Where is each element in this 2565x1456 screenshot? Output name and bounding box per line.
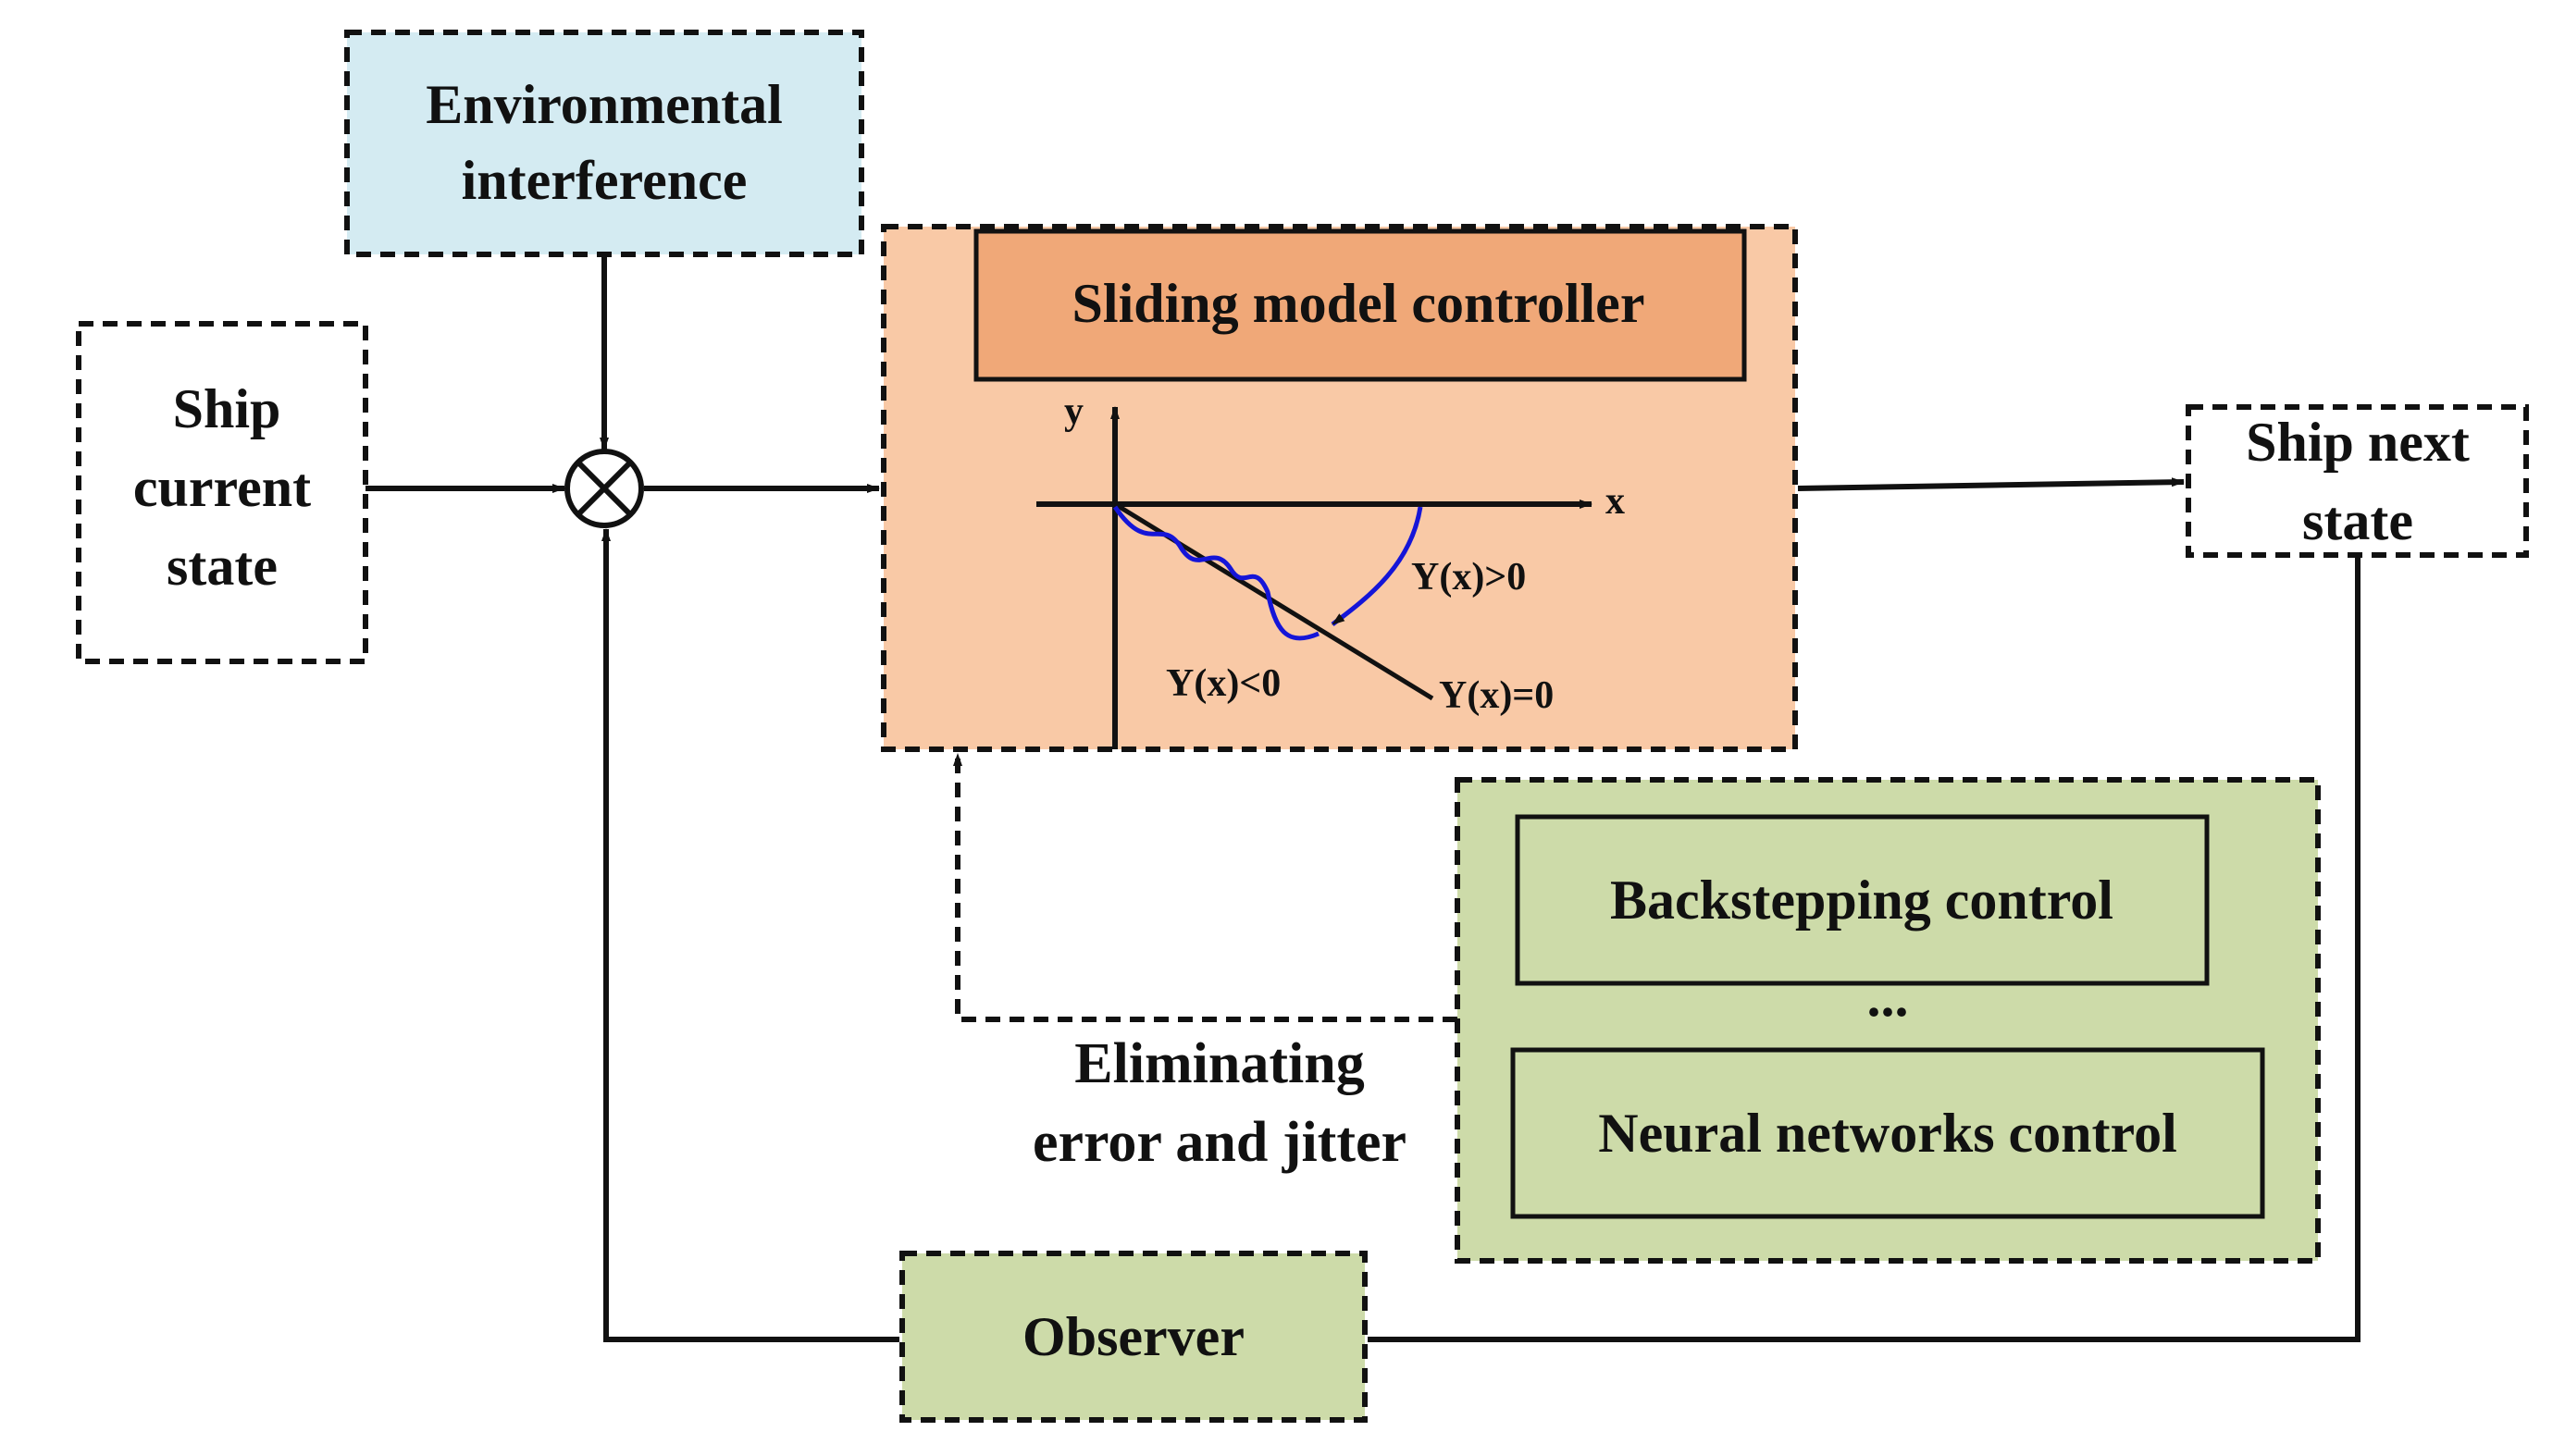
ship-current-state-label-1: Ship: [173, 378, 281, 439]
sliding-controller-title: Sliding model controller: [1072, 273, 1645, 334]
graph-zero-label: Y(x)=0: [1439, 674, 1554, 717]
controller-to-next-state-arrow: [1797, 477, 2185, 491]
sliding-controller-block: Sliding model controller y x Y(x)>0 Y(x)…: [881, 224, 1798, 752]
backstepping-control-label: Backstepping control: [1610, 870, 2113, 931]
observer-label: Observer: [1022, 1306, 1245, 1367]
neural-networks-control-label: Neural networks control: [1598, 1103, 2177, 1164]
ellipsis-label: ...: [1867, 967, 1909, 1028]
next-state-feedback-line: [1368, 558, 2361, 1342]
summing-junction: [564, 449, 644, 528]
error-compensation-dashed-arrow: [953, 753, 1457, 1022]
sliding-surface-graph: y x Y(x)>0 Y(x)<0 Y(x)=0: [1036, 390, 1625, 749]
eliminating-error-label-1: Eliminating: [1074, 1032, 1365, 1095]
environmental-interference-label-2: interference: [462, 150, 748, 211]
graph-x-label: x: [1605, 480, 1625, 523]
ship-current-state-label-3: state: [167, 536, 278, 597]
connectors: [366, 257, 2361, 1342]
environmental-interference-block: Environmental interference: [344, 30, 864, 257]
graph-positive-label: Y(x)>0: [1411, 556, 1526, 598]
sliding-controller-title-box: [973, 228, 1747, 382]
chattering-trajectory: [1112, 505, 1320, 641]
observer-feedback-arrow: [601, 528, 899, 1342]
ship-next-state-block: Ship next state: [2186, 404, 2529, 558]
environmental-interference-label-1: Environmental: [426, 74, 783, 135]
ship-current-state-block: Ship current state: [76, 321, 368, 664]
eliminating-error-annotation: Eliminating error and jitter: [1033, 1032, 1406, 1174]
graph-y-label: y: [1064, 390, 1084, 433]
backstepping-control-box: [1515, 814, 2210, 986]
ship-next-state-label-2: state: [2302, 490, 2413, 551]
ship-current-state-label-2: current: [133, 457, 311, 518]
neural-networks-control-box: [1510, 1047, 2265, 1219]
reaching-trajectory: [1331, 506, 1423, 626]
ship-next-state-label-1: Ship next: [2246, 412, 2470, 473]
alternative-controls-block: Backstepping control ... Neural networks…: [1455, 777, 2321, 1264]
observer-block: Observer: [899, 1251, 1368, 1423]
graph-negative-label: Y(x)<0: [1166, 662, 1281, 705]
eliminating-error-label-2: error and jitter: [1033, 1111, 1406, 1174]
